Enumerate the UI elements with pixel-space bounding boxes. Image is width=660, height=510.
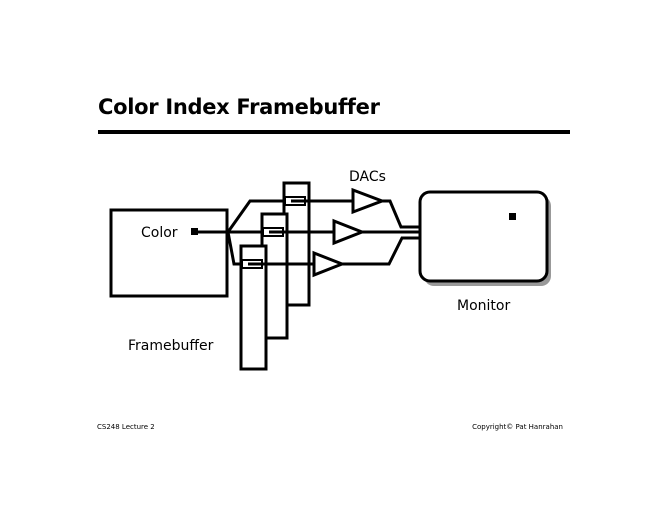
output-wire-1 xyxy=(382,199,421,229)
footer-course: CS248 Lecture 2 xyxy=(97,423,155,431)
dac-3 xyxy=(312,250,347,278)
dac-1 xyxy=(351,187,387,215)
framebuffer-box xyxy=(109,208,229,298)
monitor-pixel xyxy=(509,213,516,220)
monitor-box xyxy=(418,190,549,283)
color-label: Color xyxy=(141,225,178,241)
slide-title: Color Index Framebuffer xyxy=(98,95,380,119)
dacs-label: DACs xyxy=(349,169,386,185)
framebuffer-label: Framebuffer xyxy=(128,338,214,354)
monitor-label: Monitor xyxy=(457,298,510,314)
framebuffer-pixel xyxy=(191,228,198,235)
output-wire-3 xyxy=(342,236,421,266)
footer-copyright: Copyright© Pat Hanrahan xyxy=(472,423,563,431)
title-rule xyxy=(98,130,570,134)
dac-2 xyxy=(332,218,367,246)
